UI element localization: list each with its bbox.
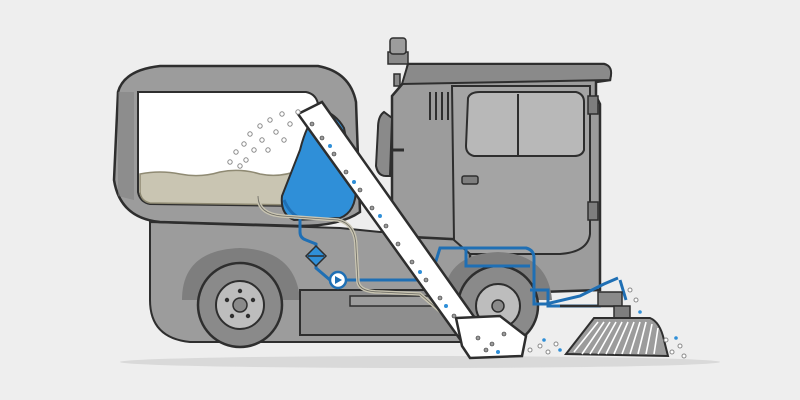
- collected-debris: [139, 167, 320, 206]
- side-mirror-icon: [374, 110, 404, 177]
- ground-shadow: [120, 356, 720, 368]
- debris-conveyor: [296, 100, 528, 360]
- beacon-light-icon: [387, 37, 409, 87]
- debris-spray: [227, 109, 301, 169]
- filter-icon: [304, 244, 328, 268]
- ground-debris: [527, 287, 687, 359]
- side-brush-icon: [560, 291, 670, 358]
- cab-window: [464, 91, 585, 157]
- cab-vents: [429, 92, 449, 120]
- door-handle: [461, 175, 479, 185]
- water-pump-icon: [328, 270, 348, 290]
- rear-wheel: [182, 248, 300, 349]
- cab: [390, 62, 613, 294]
